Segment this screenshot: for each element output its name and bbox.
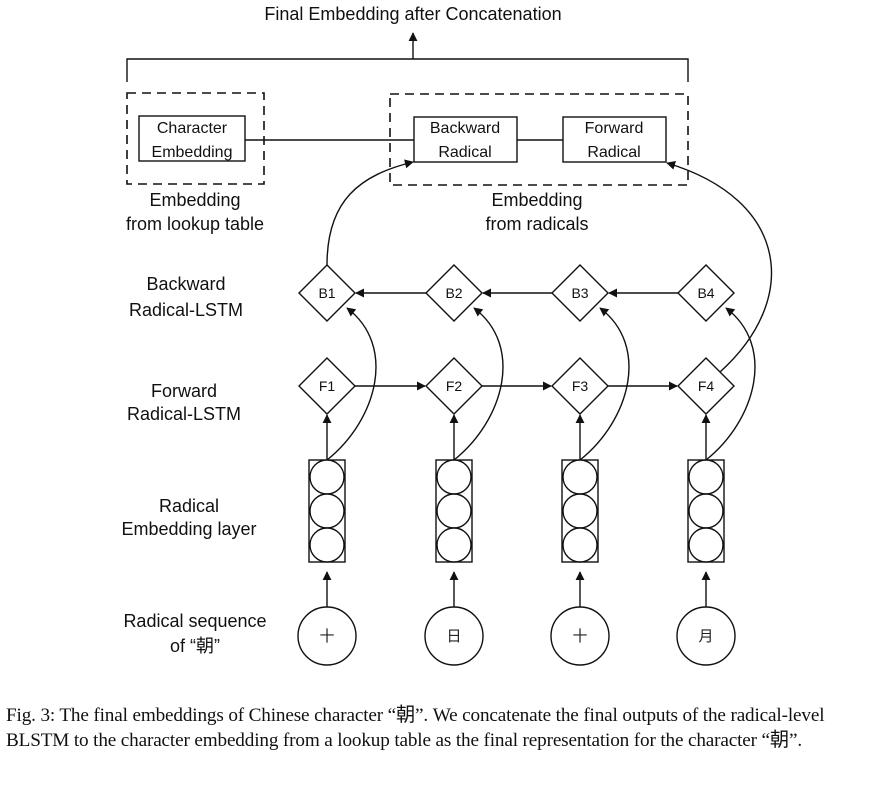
embedding-layer-label-line2: Embedding layer (121, 519, 256, 539)
radical-char: 月 (698, 627, 713, 645)
diagram-title: Final Embedding after Concatenation (264, 4, 561, 24)
forward-lstm-label-line1: Forward (151, 381, 217, 401)
backward-lstm-node (551, 264, 609, 322)
blstm-radical-diagram: Final Embedding after Concatenation Char… (121, 4, 773, 666)
embedding-to-backward-arrow (579, 307, 630, 461)
forward-lstm-node (677, 357, 735, 415)
radical-sequence-label-line1: Radical sequence (123, 611, 266, 631)
embedding-layer-label-line1: Radical (159, 496, 219, 516)
forward-lstm-node (551, 357, 609, 415)
embedding-cell (436, 527, 472, 563)
figure-caption: Fig. 3: The final embeddings of Chinese … (6, 705, 825, 751)
embedding-cell (436, 459, 472, 495)
radical-node (550, 606, 610, 666)
embedding-to-backward-arrow (326, 307, 377, 461)
backward-node-label: B4 (697, 285, 714, 301)
concatenation-bracket (126, 32, 689, 82)
character-embedding-line2: Embedding (152, 144, 233, 161)
embedding-cell (309, 459, 345, 495)
embedding-cell (309, 493, 345, 529)
lookup-caption-line2: from lookup table (126, 214, 264, 234)
radical-node (297, 606, 357, 666)
forward-lstm-label-line2: Radical-LSTM (127, 404, 241, 424)
embedding-cell (562, 459, 598, 495)
lookup-group-border (126, 92, 265, 185)
radical-char: 十 (319, 627, 334, 645)
forward-node-label: F4 (698, 378, 715, 394)
radical-char: 日 (446, 627, 461, 645)
embedding-cell (688, 527, 724, 563)
radicals-embedding-group: Backward Radical Forward Radical Embeddi… (389, 93, 689, 234)
embedding-to-backward-arrow (453, 307, 504, 461)
backward-lstm-node (298, 264, 356, 322)
embedding-cell (436, 493, 472, 529)
embedding-cell (688, 459, 724, 495)
forward-radical-box (562, 116, 667, 163)
forward-radical-line1: Forward (585, 120, 644, 137)
backward-radical-line2: Radical (438, 144, 491, 161)
radical-char: 十 (572, 627, 587, 645)
backward-radical-line1: Backward (430, 120, 500, 137)
backward-node-label: B1 (318, 285, 335, 301)
radical-node (424, 606, 484, 666)
character-embedding-line1: Character (157, 120, 228, 137)
f4-to-forward-radical-arrow (666, 161, 773, 373)
forward-node-label: F2 (446, 378, 463, 394)
backward-lstm-node (425, 264, 483, 322)
radical-sequence-label-line2: of “朝” (170, 636, 220, 656)
forward-radical-line2: Radical (587, 144, 640, 161)
radicals-caption-line1: Embedding (491, 190, 582, 210)
backward-node-label: B2 (445, 285, 462, 301)
backward-lstm-node (677, 264, 735, 322)
forward-node-label: F3 (572, 378, 589, 394)
radicals-caption-line2: from radicals (485, 214, 588, 234)
embedding-cell (309, 527, 345, 563)
embedding-cell (562, 493, 598, 529)
forward-lstm-node (425, 357, 483, 415)
character-embedding-box (138, 115, 246, 162)
embedding-cell (688, 493, 724, 529)
radical-node (676, 606, 736, 666)
b1-to-backward-radical-arrow (326, 159, 414, 266)
lookup-caption-line1: Embedding (149, 190, 240, 210)
backward-radical-box (413, 116, 518, 163)
backward-node-label: B3 (571, 285, 588, 301)
embedding-cell (562, 527, 598, 563)
forward-lstm-node (298, 357, 356, 415)
forward-node-label: F1 (319, 378, 336, 394)
embedding-to-backward-arrow (705, 307, 756, 461)
backward-lstm-label-line2: Radical-LSTM (129, 300, 243, 320)
backward-lstm-label-line1: Backward (146, 274, 225, 294)
lookup-embedding-group: Character Embedding Embedding from looku… (126, 92, 265, 234)
